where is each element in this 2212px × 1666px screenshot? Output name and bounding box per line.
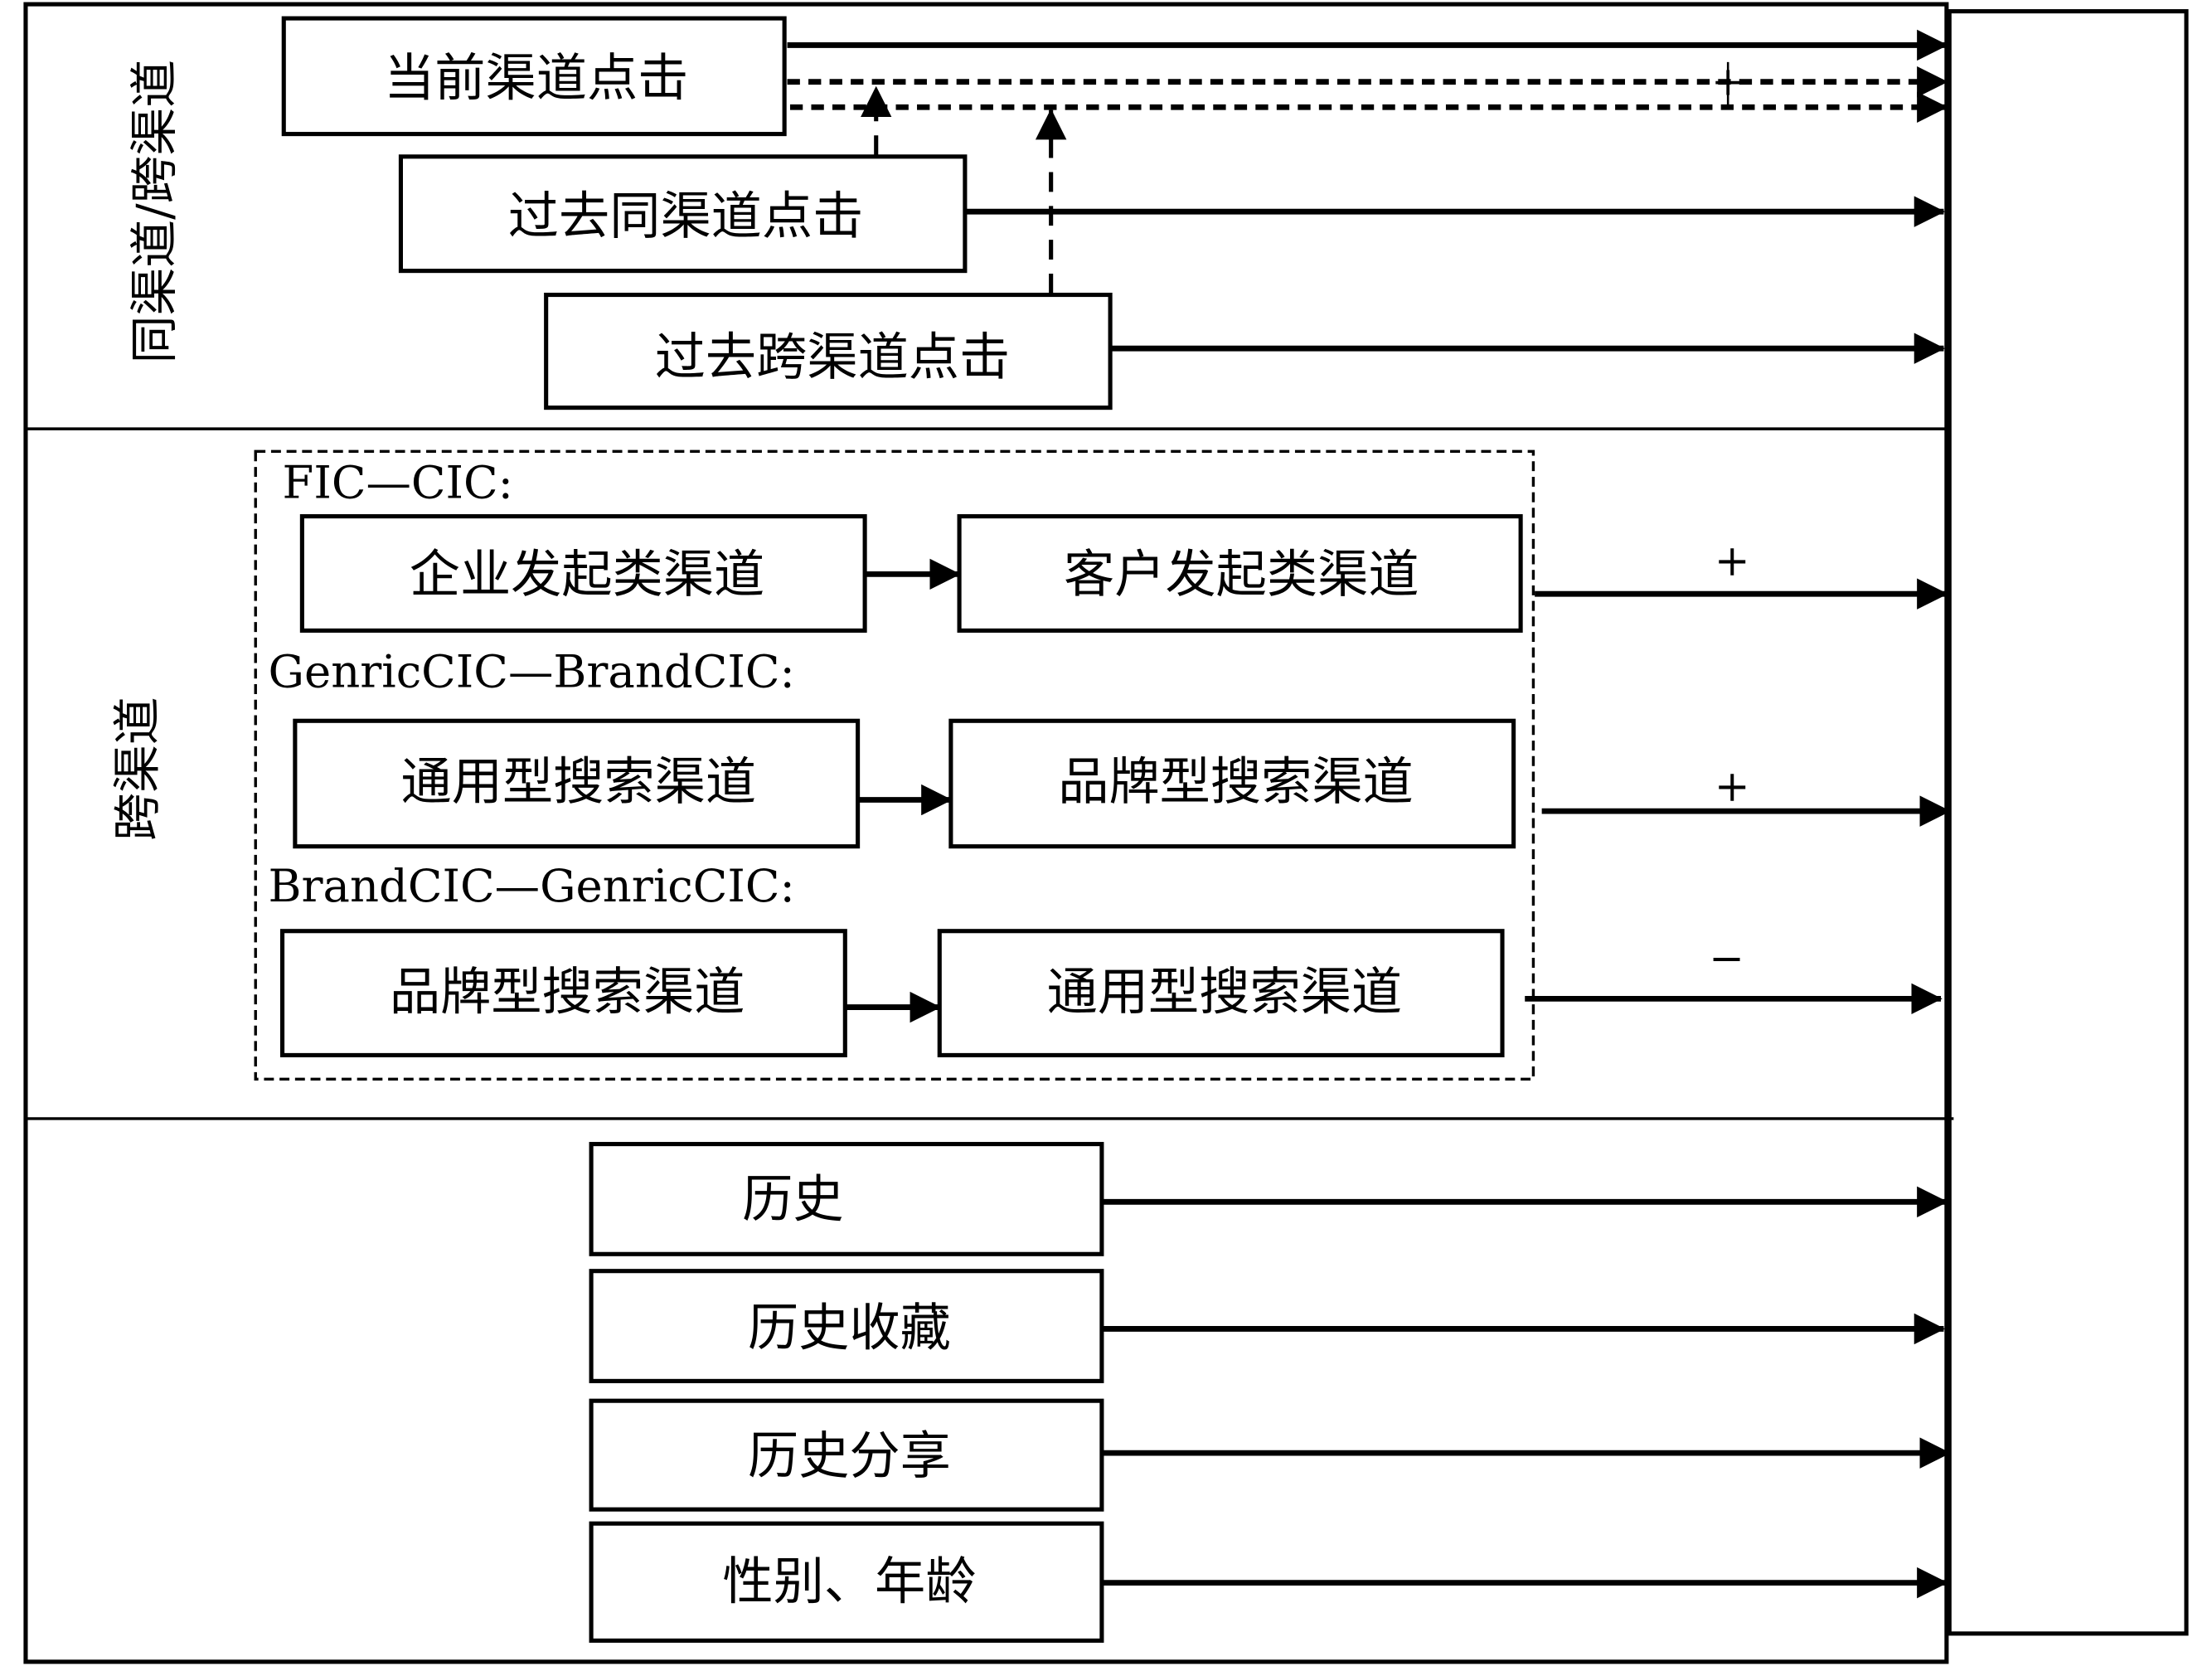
- label-fic: 企业发起类渠道: [410, 546, 765, 605]
- label-gender-age: 性别、年龄: [722, 1552, 976, 1611]
- label-past-cross-channel-click: 过去跨渠道点击: [655, 328, 1011, 387]
- box-generic-search-2: [937, 929, 1505, 1057]
- section-label-same-cross-channel: 同渠道/跨渠道: [126, 60, 182, 363]
- sign-group1: +: [1715, 537, 1750, 585]
- box-fic: [299, 514, 867, 633]
- outcome-box: [1947, 9, 2189, 1636]
- box-history: [589, 1142, 1104, 1256]
- label-history-favorites: 历史收藏: [748, 1299, 951, 1358]
- group2-title: GenricCIC—BrandCIC:: [269, 644, 795, 697]
- label-brand-search-2: 品牌型搜索渠道: [390, 963, 745, 1022]
- box-history-shares: [589, 1398, 1104, 1512]
- label-generic-search: 通用型搜索渠道: [401, 753, 757, 812]
- sign-moderation: +: [1711, 60, 1744, 105]
- group3-title: BrandCIC—GenricCIC:: [269, 859, 795, 912]
- box-cic: [957, 514, 1523, 633]
- outer-frame: [23, 2, 1949, 1664]
- label-brand-search: 品牌型搜索渠道: [1058, 753, 1414, 812]
- box-past-cross-channel-click: [544, 292, 1113, 410]
- box-brand-search: [948, 718, 1516, 849]
- box-brand-search-2: [280, 929, 847, 1057]
- group1-title: FIC—CIC:: [283, 455, 513, 508]
- sign-group2: +: [1715, 763, 1750, 812]
- section-label-cross-channel: 跨渠道: [109, 697, 165, 841]
- sign-group3: −: [1709, 935, 1744, 984]
- label-cic: 客户发起类渠道: [1064, 546, 1419, 605]
- label-generic-search-2: 通用型搜索渠道: [1047, 963, 1403, 1022]
- label-current-click: 当前渠道点击: [384, 49, 688, 108]
- label-history-shares: 历史分享: [748, 1427, 951, 1486]
- box-generic-search: [293, 718, 861, 849]
- box-history-favorites: [589, 1269, 1104, 1383]
- cross-channel-group: [254, 449, 1535, 1081]
- label-history: 历史: [742, 1170, 843, 1229]
- box-current-click: [281, 16, 787, 137]
- box-gender-age: [589, 1521, 1104, 1643]
- label-past-same-channel-click: 过去同渠道点击: [508, 187, 864, 245]
